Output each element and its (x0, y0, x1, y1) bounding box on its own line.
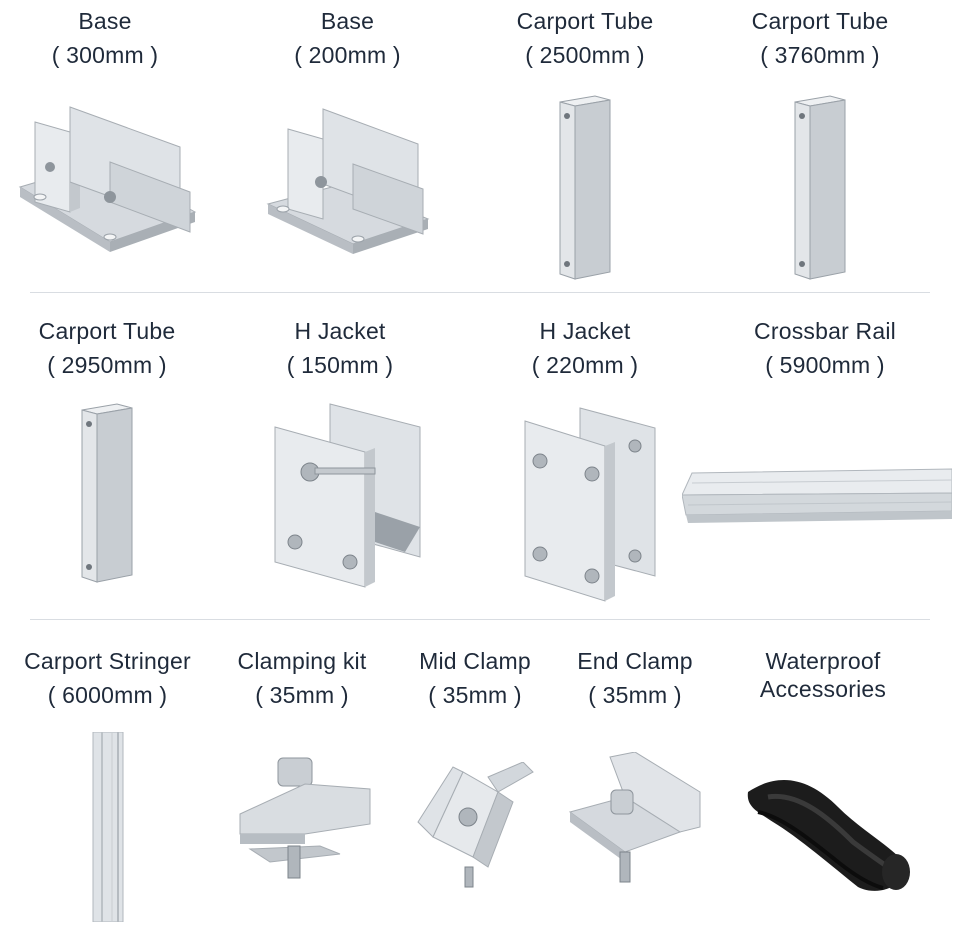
product-size: ( 2500mm ) (525, 42, 645, 68)
product-crossbar-rail: Crossbar Rail ( 5900mm ) (730, 314, 920, 599)
product-name: Crossbar Rail (754, 318, 896, 344)
rail-icon (682, 465, 952, 527)
product-base-300: Base ( 300mm ) (5, 4, 205, 279)
product-name: Carport Tube (751, 8, 889, 34)
product-mid-clamp: Mid Clamp ( 35mm ) (400, 644, 550, 929)
product-name: Carport Stringer (24, 648, 191, 674)
product-name: Carport Tube (38, 318, 176, 344)
product-size: ( 5900mm ) (765, 352, 885, 378)
end-clamp-icon (560, 752, 710, 887)
product-size: ( 2950mm ) (47, 352, 167, 378)
product-base-200: Base ( 200mm ) (245, 4, 450, 279)
product-h-jacket-220: H Jacket ( 220mm ) (490, 314, 680, 602)
product-carport-tube-2950: Carport Tube ( 2950mm ) (12, 314, 202, 589)
row-divider (30, 619, 930, 620)
tube-icon (725, 94, 915, 284)
product-name: H Jacket (539, 318, 631, 344)
tube-icon (490, 94, 680, 284)
product-name: Mid Clamp (419, 648, 531, 674)
product-size: ( 35mm ) (588, 682, 682, 708)
product-name: End Clamp (577, 648, 693, 674)
product-name: Base (78, 8, 132, 34)
h-jacket-icon (490, 406, 680, 606)
product-size: ( 3760mm ) (760, 42, 880, 68)
product-name: Carport Tube (516, 8, 654, 34)
product-size: ( 35mm ) (255, 682, 349, 708)
product-clamping-kit: Clamping kit ( 35mm ) (222, 644, 382, 929)
product-size: Accessories (759, 676, 887, 702)
product-name: Waterproof (765, 648, 881, 674)
product-size: ( 150mm ) (286, 352, 394, 378)
waterproof-seal-icon (738, 762, 910, 902)
product-carport-tube-2500: Carport Tube ( 2500mm ) (490, 4, 680, 280)
tube-icon (12, 402, 202, 587)
product-end-clamp: End Clamp ( 35mm ) (560, 644, 710, 929)
product-size: ( 220mm ) (531, 352, 639, 378)
base-300-icon (5, 102, 205, 264)
mid-clamp-icon (400, 762, 550, 892)
stringer-icon (5, 732, 210, 922)
base-200-icon (245, 104, 450, 259)
product-carport-stringer: Carport Stringer ( 6000mm ) (5, 644, 210, 929)
h-jacket-icon (245, 402, 435, 592)
clamping-kit-icon (222, 754, 382, 884)
product-carport-tube-3760: Carport Tube ( 3760mm ) (725, 4, 915, 280)
row-divider (30, 292, 930, 293)
product-waterproof-accessories: Waterproof Accessories (738, 644, 910, 929)
product-name: Clamping kit (237, 648, 367, 674)
product-size: ( 200mm ) (294, 42, 401, 68)
product-h-jacket-150: H Jacket ( 150mm ) (245, 314, 435, 599)
product-size: ( 6000mm ) (47, 682, 168, 708)
product-name: H Jacket (294, 318, 386, 344)
product-size: ( 35mm ) (428, 682, 522, 708)
product-size: ( 300mm ) (51, 42, 159, 68)
product-name: Base (320, 8, 375, 34)
